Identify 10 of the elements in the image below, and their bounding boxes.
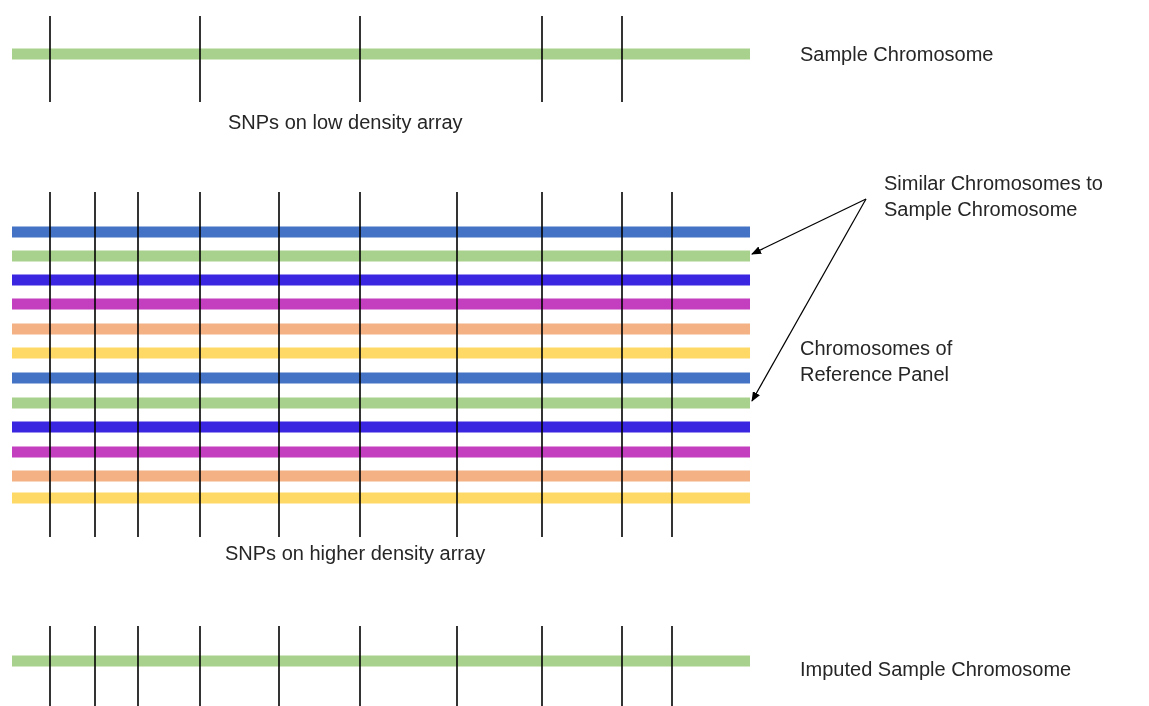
array-label: SNPs on higher density array xyxy=(225,541,487,566)
chromosome-label: Imputed Sample Chromosome xyxy=(800,657,1073,682)
arrow xyxy=(751,198,867,402)
chromosome-bar xyxy=(12,250,750,262)
array-label: SNPs on low density array xyxy=(228,110,464,135)
callout-text: Similar Chromosomes to Sample Chromosome xyxy=(884,170,1149,222)
chromosome-bar xyxy=(12,397,750,409)
arrow xyxy=(751,198,867,255)
panel-label: Chromosomes of Reference Panel xyxy=(800,336,954,387)
chromosome-label: Sample Chromosome xyxy=(800,42,995,67)
